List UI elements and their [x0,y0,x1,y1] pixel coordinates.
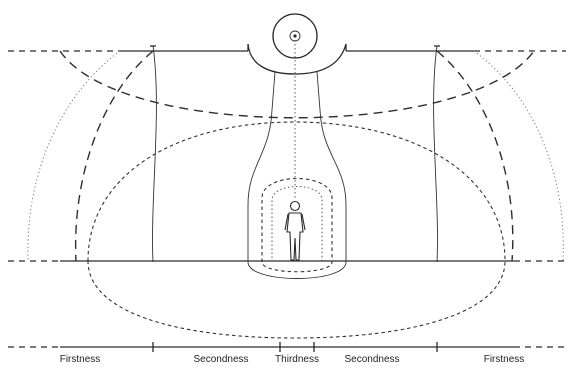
top-circle [248,14,346,74]
secondness-posts [150,46,440,262]
secondness-field [88,122,505,338]
inner-dashed-contour [262,179,332,272]
label-firstness-right: Firstness [484,354,525,365]
category-labels: Firstness Secondness Thirdness Secondnes… [60,354,525,365]
scale-axis [8,342,566,352]
label-thirdness: Thirdness [275,354,319,365]
label-firstness-left: Firstness [60,354,101,365]
human-figure-icon [285,202,305,261]
outer-dotted-arcs [28,51,564,261]
label-secondness-left: Secondness [193,354,248,365]
thirdness-channel [248,72,346,279]
large-dashed-arcs [60,51,534,261]
label-secondness-right: Secondness [344,354,399,365]
